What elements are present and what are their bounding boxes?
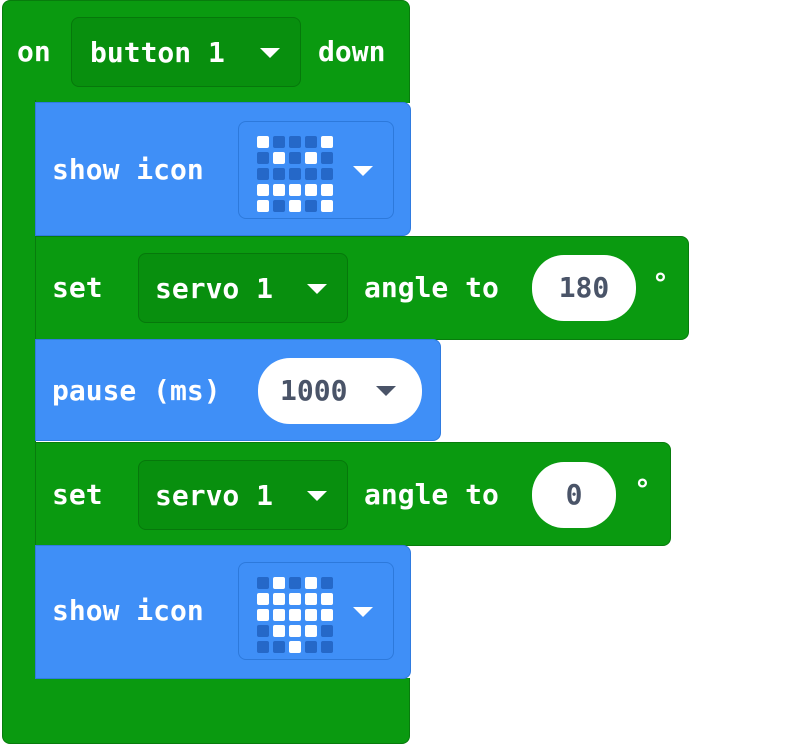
led-off <box>273 136 285 148</box>
chevron-down-icon <box>353 166 373 176</box>
servo-dropdown[interactable]: servo 1 <box>138 460 348 530</box>
led-on <box>305 184 317 196</box>
event-block-foot <box>2 678 410 744</box>
show-icon-label: show icon <box>52 594 204 627</box>
heart-led-icon <box>257 577 333 653</box>
led-on <box>257 136 269 148</box>
led-off <box>289 168 301 180</box>
led-on <box>305 577 317 589</box>
led-on <box>257 609 269 621</box>
angry-face-led-icon <box>257 136 333 212</box>
angle-input[interactable]: 180 <box>532 255 636 321</box>
event-suffix-label: down <box>318 35 386 68</box>
led-on <box>305 152 317 164</box>
button-dropdown-value: button 1 <box>90 36 225 69</box>
icon-dropdown[interactable] <box>238 562 394 660</box>
led-on <box>289 625 301 637</box>
show-icon-block-1[interactable]: show icon <box>35 102 411 236</box>
led-off <box>257 577 269 589</box>
led-off <box>321 168 333 180</box>
led-off <box>273 168 285 180</box>
led-on <box>289 609 301 621</box>
led-on <box>273 184 285 196</box>
led-on <box>257 200 269 212</box>
led-off <box>273 641 285 653</box>
angle-input-value: 180 <box>558 271 610 304</box>
led-on <box>289 184 301 196</box>
led-off <box>321 577 333 589</box>
pause-duration-value: 1000 <box>280 374 348 407</box>
chevron-down-icon <box>353 607 373 617</box>
led-off <box>289 577 301 589</box>
servo-dropdown-value: servo 1 <box>155 479 274 512</box>
led-on <box>305 625 317 637</box>
servo-dropdown-value: servo 1 <box>155 272 274 305</box>
set-label: set <box>52 478 103 511</box>
led-off <box>257 641 269 653</box>
chevron-down-icon <box>260 48 280 58</box>
pause-label: pause (ms) <box>52 374 221 407</box>
led-off <box>321 641 333 653</box>
led-off <box>289 136 301 148</box>
led-off <box>273 200 285 212</box>
led-off <box>289 152 301 164</box>
led-on <box>257 593 269 605</box>
degree-symbol: ° <box>652 267 669 300</box>
led-on <box>321 200 333 212</box>
led-on <box>273 625 285 637</box>
angle-input[interactable]: 0 <box>532 462 616 528</box>
set-label: set <box>52 271 103 304</box>
led-off <box>305 641 317 653</box>
led-on <box>273 152 285 164</box>
led-on <box>289 200 301 212</box>
chevron-down-icon <box>307 284 327 294</box>
chevron-down-icon <box>307 491 327 501</box>
degree-symbol: ° <box>634 473 651 506</box>
led-on <box>273 609 285 621</box>
led-off <box>257 168 269 180</box>
led-on <box>289 641 301 653</box>
led-on <box>321 136 333 148</box>
event-prefix-label: on <box>17 35 51 68</box>
led-on <box>273 577 285 589</box>
set-servo-block-1[interactable]: set servo 1 angle to 180 ° <box>35 236 689 340</box>
led-on <box>257 184 269 196</box>
led-off <box>257 152 269 164</box>
event-block-spine <box>2 100 36 680</box>
led-off <box>305 136 317 148</box>
angle-input-value: 0 <box>565 478 583 511</box>
set-servo-block-2[interactable]: set servo 1 angle to 0 ° <box>35 442 671 546</box>
button-dropdown[interactable]: button 1 <box>71 17 301 87</box>
led-on <box>273 593 285 605</box>
led-on <box>321 609 333 621</box>
icon-dropdown[interactable] <box>238 121 394 219</box>
pause-duration-dropdown[interactable]: 1000 <box>258 358 422 424</box>
led-on <box>305 609 317 621</box>
led-off <box>321 625 333 637</box>
servo-dropdown[interactable]: servo 1 <box>138 253 348 323</box>
led-on <box>321 184 333 196</box>
led-off <box>321 152 333 164</box>
led-on <box>305 593 317 605</box>
pause-block[interactable]: pause (ms) 1000 <box>35 339 441 441</box>
angle-to-label: angle to <box>364 478 499 511</box>
show-icon-label: show icon <box>52 153 204 186</box>
chevron-down-icon <box>376 386 396 396</box>
led-on <box>321 593 333 605</box>
led-off <box>257 625 269 637</box>
led-off <box>305 168 317 180</box>
led-off <box>305 200 317 212</box>
led-on <box>289 593 301 605</box>
angle-to-label: angle to <box>364 271 499 304</box>
show-icon-block-2[interactable]: show icon <box>35 545 411 679</box>
